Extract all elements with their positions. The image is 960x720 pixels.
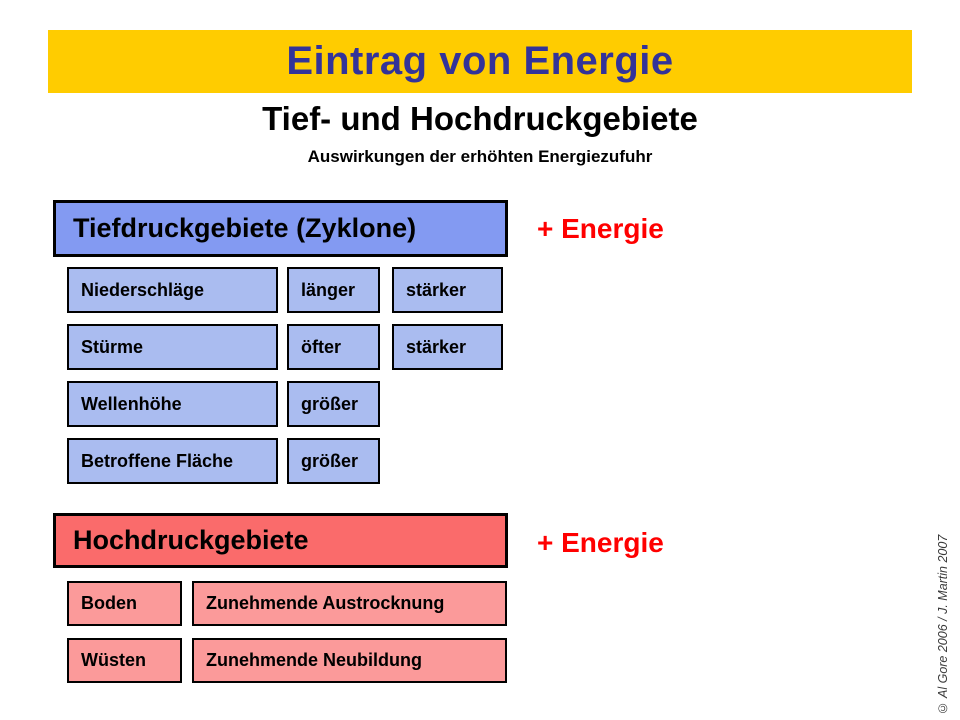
low-pressure-row-2-effect-box-0: größer	[287, 381, 380, 427]
low-pressure-header-box: Tiefdruckgebiete (Zyklone)	[53, 200, 508, 257]
low-pressure-energy-label: + Energie	[537, 213, 664, 244]
high-pressure-row-0-effect-box-0: Zunehmende Austrocknung	[192, 581, 507, 626]
slide-header-title: Eintrag von Energie	[286, 39, 674, 83]
low-pressure-row-0-category-box: Niederschläge	[67, 267, 278, 313]
low-pressure-row-1-effect-box-0-label: öfter	[301, 336, 341, 357]
low-pressure-row-1-category-box: Stürme	[67, 324, 278, 370]
high-pressure-header-label: Hochdruckgebiete	[73, 525, 309, 555]
high-pressure-row-1-category-box: Wüsten	[67, 638, 182, 683]
low-pressure-row-3-category-box-label: Betroffene Fläche	[81, 450, 234, 471]
high-pressure-row-1-effect-box-0: Zunehmende Neubildung	[192, 638, 507, 683]
slide-header-bar: Eintrag von Energie	[48, 30, 912, 93]
high-pressure-row-0-category-box: Boden	[67, 581, 182, 626]
high-pressure-energy-label: + Energie	[537, 527, 664, 558]
low-pressure-row-0-effect-box-0: länger	[287, 267, 380, 313]
low-pressure-row-1-effect-box-1: stärker	[392, 324, 503, 370]
page-title: Tief- und Hochdruckgebiete	[262, 100, 698, 137]
low-pressure-row-0-effect-box-1-label: stärker	[406, 279, 467, 300]
low-pressure-row-1-effect-box-1-label: stärker	[406, 336, 467, 357]
low-pressure-row-1-effect-box-0: öfter	[287, 324, 380, 370]
low-pressure-row-2-category-box: Wellenhöhe	[67, 381, 278, 427]
low-pressure-row-2-effect-box-0-label: größer	[301, 393, 359, 414]
low-pressure-row-1-category-box-label: Stürme	[81, 336, 144, 357]
low-pressure-row-3-effect-box-0: größer	[287, 438, 380, 484]
high-pressure-row-0-effect-box-0-label: Zunehmende Austrocknung	[206, 593, 445, 613]
low-pressure-header-label: Tiefdruckgebiete (Zyklone)	[73, 213, 417, 243]
low-pressure-row-0-category-box-label: Niederschläge	[81, 279, 205, 300]
low-pressure-row-2-category-box-label: Wellenhöhe	[81, 393, 182, 414]
low-pressure-row-0-effect-box-0-label: länger	[301, 279, 356, 300]
high-pressure-row-1-category-box-label: Wüsten	[81, 650, 146, 670]
page-subtitle: Auswirkungen der erhöhten Energiezufuhr	[307, 147, 653, 166]
high-pressure-row-0-category-box-label: Boden	[81, 593, 137, 613]
high-pressure-row-1-effect-box-0-label: Zunehmende Neubildung	[206, 650, 422, 670]
high-pressure-header-box: Hochdruckgebiete	[53, 513, 508, 568]
low-pressure-row-3-effect-box-0-label: größer	[301, 450, 359, 471]
low-pressure-row-3-category-box: Betroffene Fläche	[67, 438, 278, 484]
copyright-credit: © Al Gore 2006 / J. Martin 2007	[936, 534, 950, 715]
low-pressure-row-0-effect-box-1: stärker	[392, 267, 503, 313]
